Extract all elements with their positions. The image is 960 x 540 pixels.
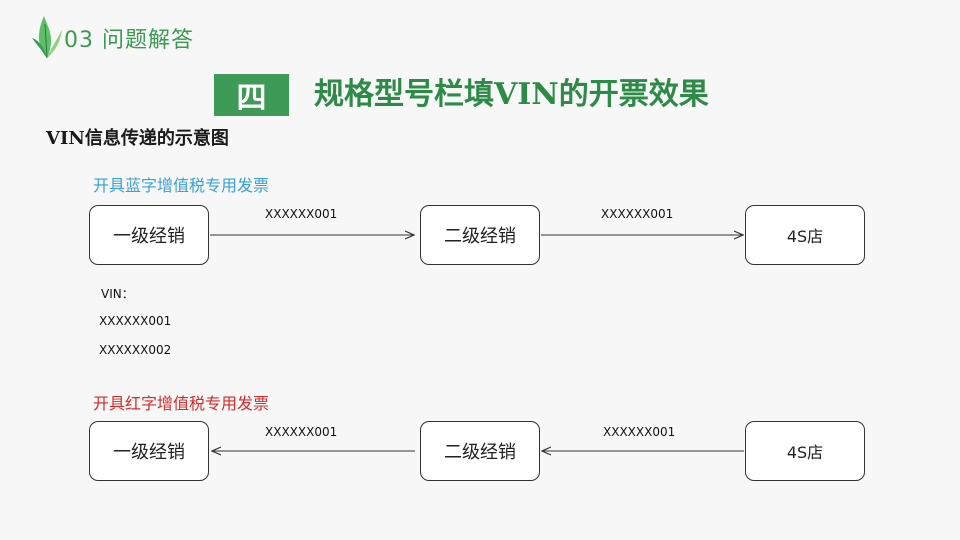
- blue-edge-label-1: XXXXXX001: [265, 207, 338, 221]
- red-node-level2: 二级经销: [420, 421, 540, 481]
- red-node-4s-store: 4S店: [745, 421, 865, 481]
- vin-label: VIN：: [101, 287, 134, 301]
- blue-edge-label-2: XXXXXX001: [601, 207, 674, 221]
- blue-node-4s-store: 4S店: [745, 205, 865, 265]
- section-label: 03 问题解答: [64, 28, 194, 53]
- vin-item-2: XXXXXX002: [99, 343, 172, 357]
- blue-invoice-title: 开具蓝字增值税专用发票: [93, 176, 270, 195]
- blue-node-level1: 一级经销: [89, 205, 209, 265]
- diagram-subtitle: VIN信息传递的示意图: [46, 128, 229, 149]
- vin-item-1: XXXXXX001: [99, 314, 172, 328]
- page-title: 规格型号栏填VIN的开票效果: [314, 77, 709, 112]
- red-node-level1: 一级经销: [89, 421, 209, 481]
- red-edge-label-1: XXXXXX001: [265, 425, 338, 439]
- blue-node-level2: 二级经销: [420, 205, 540, 265]
- leaf-logo-icon: [32, 16, 62, 59]
- red-invoice-title: 开具红字增值税专用发票: [93, 394, 270, 413]
- red-edge-label-2: XXXXXX001: [603, 425, 676, 439]
- section-number-badge: 四: [214, 74, 289, 116]
